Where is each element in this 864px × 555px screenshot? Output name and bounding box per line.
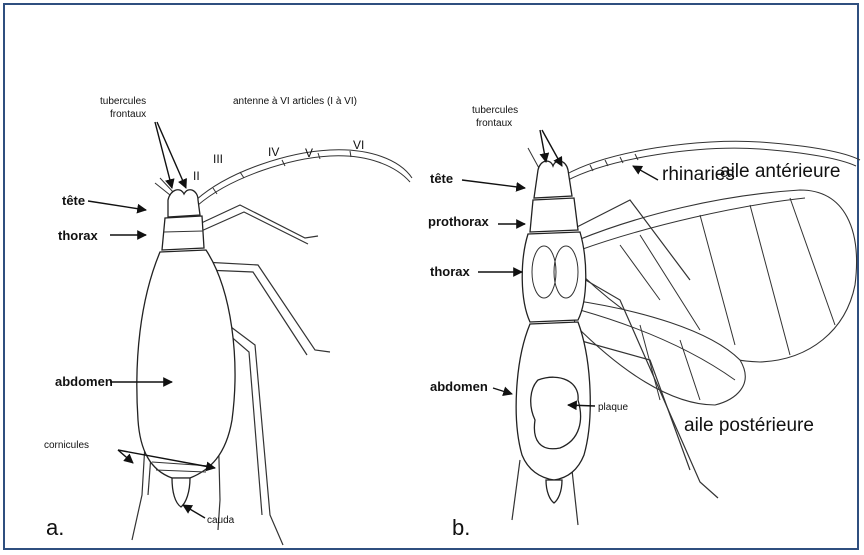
label-b-tubercules: tubercules frontaux <box>472 105 521 129</box>
label-a-thorax: thorax <box>58 228 99 243</box>
antenna-segment-V: V <box>305 146 313 160</box>
label-a-cornicules: cornicules <box>44 440 89 451</box>
aphid-winged-drawing <box>512 141 860 525</box>
panel-label-b: b. <box>452 515 470 540</box>
label-b-tete: tête <box>430 171 453 186</box>
label-b-aile-posterieure: aile postérieure <box>684 415 814 436</box>
leg-front <box>197 205 318 238</box>
abdomen-shape <box>137 250 235 478</box>
leg-b-right <box>572 470 578 525</box>
antenna-segment-II: II <box>193 169 200 183</box>
antenna-segment-VI: VI <box>353 138 364 152</box>
label-b-tubercules-l1: tubercules <box>472 105 518 116</box>
antenna-b-left <box>528 148 540 170</box>
label-a-tete: tête <box>62 193 85 208</box>
label-a-antenne: antenne à VI articles (I à VI) <box>233 96 357 107</box>
head-b-shape <box>534 161 572 198</box>
thorax-shape <box>162 216 204 250</box>
label-a-tubercules-l1: tubercules <box>100 96 146 107</box>
antenna-segment-III: III <box>213 152 223 166</box>
aphid-wingless-drawing <box>132 150 412 545</box>
label-b-thorax: thorax <box>430 264 471 279</box>
label-a-abdomen: abdomen <box>55 374 113 389</box>
prothorax-shape <box>530 198 578 232</box>
cauda-shape <box>172 478 190 507</box>
plaque-shape <box>531 377 581 449</box>
antenna-right <box>196 150 412 200</box>
antenna-right-inner <box>198 156 410 205</box>
antenna-segment-IV: IV <box>268 145 279 159</box>
label-a-cauda: cauda <box>207 515 235 526</box>
label-b-plaque: plaque <box>598 402 628 413</box>
label-b-aile-anterieure: aile antérieure <box>720 161 840 182</box>
head-shape <box>168 190 200 217</box>
label-b-abdomen: abdomen <box>430 379 488 394</box>
label-b-prothorax: prothorax <box>428 214 489 229</box>
cauda-b-shape <box>546 480 562 503</box>
label-b-tubercules-l2: frontaux <box>476 118 512 129</box>
leg-b-left <box>512 460 520 520</box>
antenna-left <box>155 183 170 195</box>
label-a-tubercules-l2: frontaux <box>110 109 146 120</box>
panel-label-a: a. <box>46 515 64 540</box>
label-a-tubercules: tubercules frontaux <box>100 96 149 120</box>
